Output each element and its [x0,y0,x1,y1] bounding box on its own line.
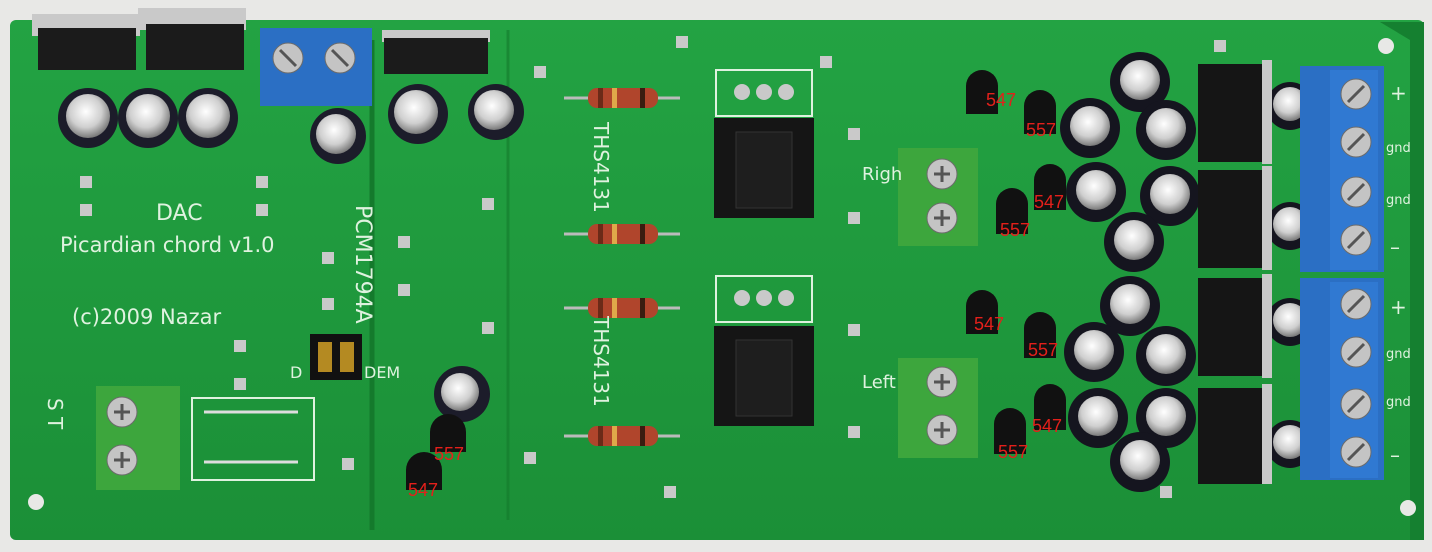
right-channel-label: Righ [862,164,902,185]
mount-hole [28,494,44,510]
mount-hole [1400,500,1416,516]
regulator-stack [1198,60,1272,484]
transistor [430,414,466,452]
transistor-label: 547 [408,480,438,500]
jumper-header [310,334,362,380]
power-input-terminal [96,386,180,490]
out-minus-top: – [1390,235,1400,259]
dac-chip-label: PCM1794A [350,205,375,324]
opamp-socket [714,275,814,426]
jumper-left-label: D [290,363,302,382]
capacitor [468,84,524,140]
capacitor [310,108,366,164]
transistor [406,452,442,490]
out-gnd-top: gnd [1386,141,1411,156]
out-minus-bot: – [1390,443,1400,467]
opamp-socket [714,69,814,218]
transistor-label: 547 [986,90,1016,110]
transistor-label: 557 [1026,120,1056,140]
capacitor [58,88,118,148]
board-title: DAC [156,201,203,226]
voltage-regulator [138,8,246,70]
out-gnd-top2: gnd [1386,193,1411,208]
transistor-label: 547 [974,314,1004,334]
transistor-label: 557 [998,442,1028,462]
voltage-regulator [382,30,490,74]
transistor-label: 547 [1032,416,1062,436]
output-terminal-top [1300,66,1384,272]
resistor [564,298,680,318]
capacitor [178,88,238,148]
jumper-right-label: DEM [364,363,400,382]
board-copyright: (c)2009 Nazar [72,305,222,329]
pcb-bevel [1380,22,1424,540]
fuse-holder [191,397,315,481]
resistor [564,224,680,244]
output-terminal-bottom [1300,278,1384,480]
opamp-top-label: THS4131 [589,121,613,213]
transistor-group [966,70,1066,454]
voltage-regulator [32,14,140,70]
transistor-label: 557 [1000,220,1030,240]
left-channel-terminal [898,358,978,458]
opamp-bottom-label: THS4131 [589,315,613,407]
out-gnd-bot2: gnd [1386,395,1411,410]
resistor [564,426,680,446]
transistor-label: 547 [1034,192,1064,212]
board-subtitle: Picardian chord v1.0 [60,233,275,257]
transistor-label: 557 [434,444,464,464]
capacitor [388,84,448,144]
out-plus-bot: + [1390,295,1407,319]
transistor-label: 557 [1028,340,1058,360]
power-mark: S T [43,398,67,430]
out-plus-top: + [1390,81,1407,105]
power-terminal-blue [260,28,372,106]
capacitor [118,88,178,148]
left-channel-label: Left [862,372,896,393]
out-gnd-bot: gnd [1386,347,1411,362]
resistor [564,88,680,108]
capacitor [434,366,490,422]
pads [80,36,1226,498]
right-channel-terminal [898,148,978,246]
mount-hole [1378,38,1394,54]
